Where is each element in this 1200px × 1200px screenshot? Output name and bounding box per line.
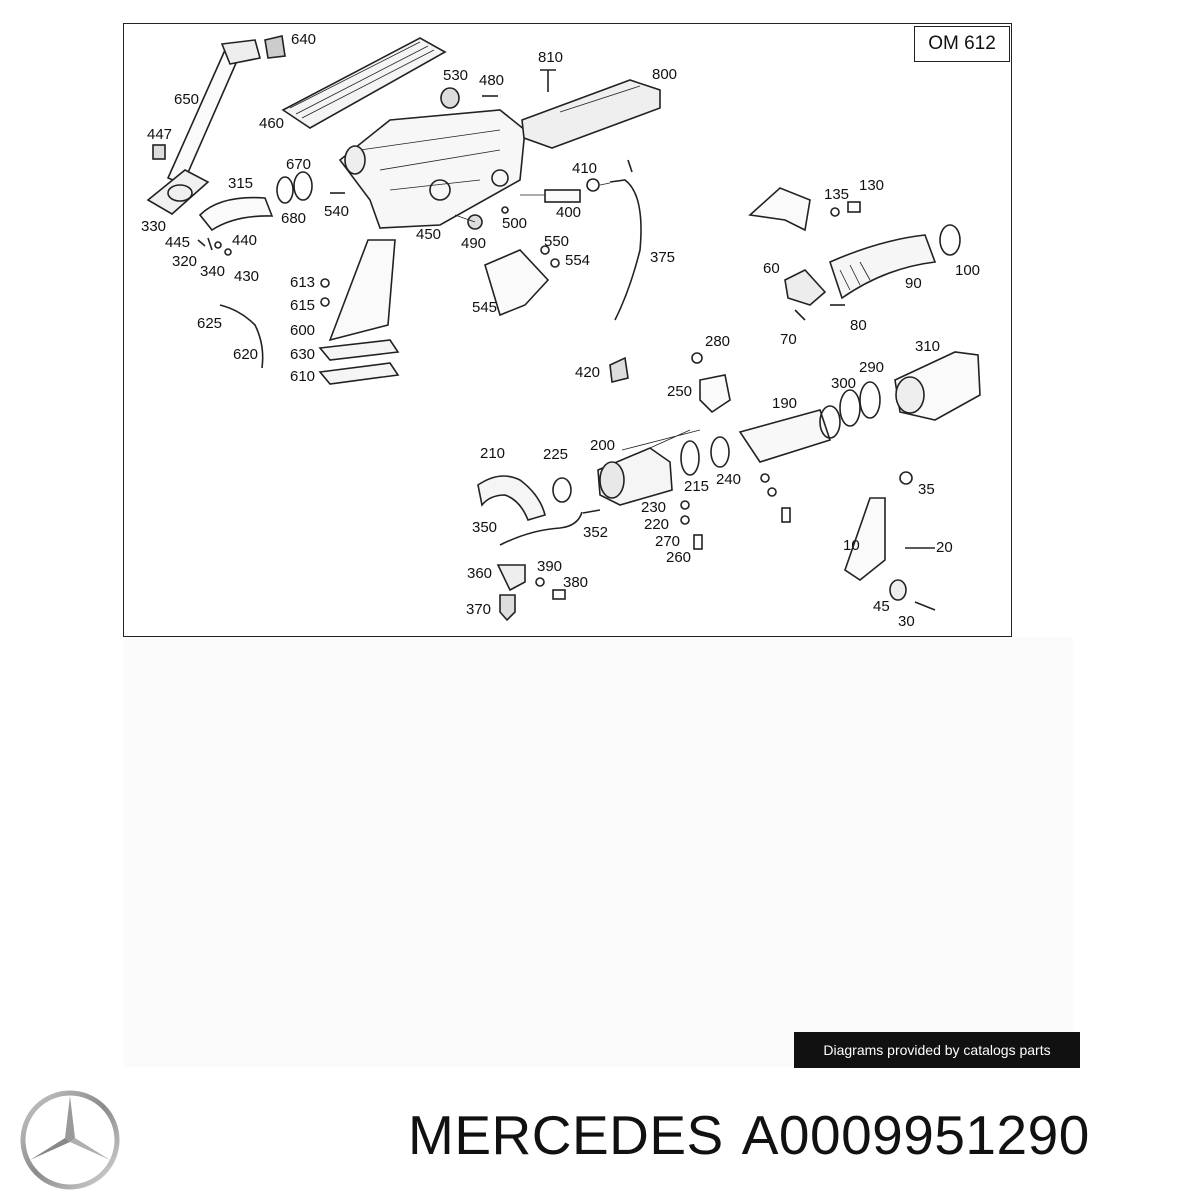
part-callout-70: 70 xyxy=(780,331,797,348)
part-callout-630: 630 xyxy=(290,346,315,363)
part-callout-200: 200 xyxy=(590,437,615,454)
part-callout-390: 390 xyxy=(537,558,562,575)
part-callout-400: 400 xyxy=(556,204,581,221)
part-callout-420: 420 xyxy=(575,364,600,381)
part-callout-447: 447 xyxy=(147,126,172,143)
diagram-credit-banner: Diagrams provided by catalogs parts xyxy=(794,1032,1080,1068)
part-callout-445: 445 xyxy=(165,234,190,251)
part-callout-350: 350 xyxy=(472,519,497,536)
part-callout-80: 80 xyxy=(850,317,867,334)
part-callout-545: 545 xyxy=(472,299,497,316)
engine-model-label: OM 612 xyxy=(914,26,1010,62)
part-callout-250: 250 xyxy=(667,383,692,400)
part-callout-530: 530 xyxy=(443,67,468,84)
part-callout-550: 550 xyxy=(544,233,569,250)
part-callouts: 640 810 800 530 480 650 460 447 670 315 330 680 540 4… xyxy=(141,31,980,630)
part-callout-340: 340 xyxy=(200,263,225,280)
part-callout-60: 60 xyxy=(763,260,780,277)
mercedes-star-logo xyxy=(20,1090,120,1190)
part-callout-370: 370 xyxy=(466,601,491,618)
part-callout-130: 130 xyxy=(859,177,884,194)
part-callout-45: 45 xyxy=(873,598,890,615)
part-callout-640: 640 xyxy=(291,31,316,48)
part-callout-625: 625 xyxy=(197,315,222,332)
part-callout-310: 310 xyxy=(915,338,940,355)
part-callout-225: 225 xyxy=(543,446,568,463)
part-callout-615: 615 xyxy=(290,297,315,314)
part-callout-810: 810 xyxy=(538,49,563,66)
part-callout-440: 440 xyxy=(232,232,257,249)
part-callout-35: 35 xyxy=(918,481,935,498)
part-callout-290: 290 xyxy=(859,359,884,376)
part-callout-554: 554 xyxy=(565,252,590,269)
part-callout-500: 500 xyxy=(502,215,527,232)
part-callout-135: 135 xyxy=(824,186,849,203)
part-callout-90: 90 xyxy=(905,275,922,292)
part-callout-260: 260 xyxy=(666,549,691,566)
part-callout-670: 670 xyxy=(286,156,311,173)
part-callout-315: 315 xyxy=(228,175,253,192)
part-callout-10: 10 xyxy=(843,537,860,554)
part-callout-100: 100 xyxy=(955,262,980,279)
part-callout-380: 380 xyxy=(563,574,588,591)
part-callout-450: 450 xyxy=(416,226,441,243)
part-callout-220: 220 xyxy=(644,516,669,533)
part-callout-300: 300 xyxy=(831,375,856,392)
part-callout-215: 215 xyxy=(684,478,709,495)
part-callout-480: 480 xyxy=(479,72,504,89)
diagram-background-panel xyxy=(123,637,1073,1067)
part-callout-210: 210 xyxy=(480,445,505,462)
part-drawings xyxy=(146,35,981,622)
part-callout-410: 410 xyxy=(572,160,597,177)
part-callout-680: 680 xyxy=(281,210,306,227)
part-callout-280: 280 xyxy=(705,333,730,350)
part-callout-800: 800 xyxy=(652,66,677,83)
part-callout-620: 620 xyxy=(233,346,258,363)
part-callout-613: 613 xyxy=(290,274,315,291)
part-callout-360: 360 xyxy=(467,565,492,582)
part-callout-240: 240 xyxy=(716,471,741,488)
part-number: A0009951290 xyxy=(741,1104,1090,1166)
part-callout-375: 375 xyxy=(650,249,675,266)
part-callout-490: 490 xyxy=(461,235,486,252)
part-callout-190: 190 xyxy=(772,395,797,412)
part-callout-320: 320 xyxy=(172,253,197,270)
part-callout-460: 460 xyxy=(259,115,284,132)
part-callout-330: 330 xyxy=(141,218,166,235)
part-callout-20: 20 xyxy=(936,539,953,556)
part-callout-540: 540 xyxy=(324,203,349,220)
part-callout-600: 600 xyxy=(290,322,315,339)
part-callout-352: 352 xyxy=(583,524,608,541)
brand-name: MERCEDES xyxy=(408,1104,724,1166)
part-callout-230: 230 xyxy=(641,499,666,516)
part-callout-430: 430 xyxy=(234,268,259,285)
part-callout-610: 610 xyxy=(290,368,315,385)
part-callout-650: 650 xyxy=(174,91,199,108)
part-callout-30: 30 xyxy=(898,613,915,630)
part-callout-270: 270 xyxy=(655,533,680,550)
